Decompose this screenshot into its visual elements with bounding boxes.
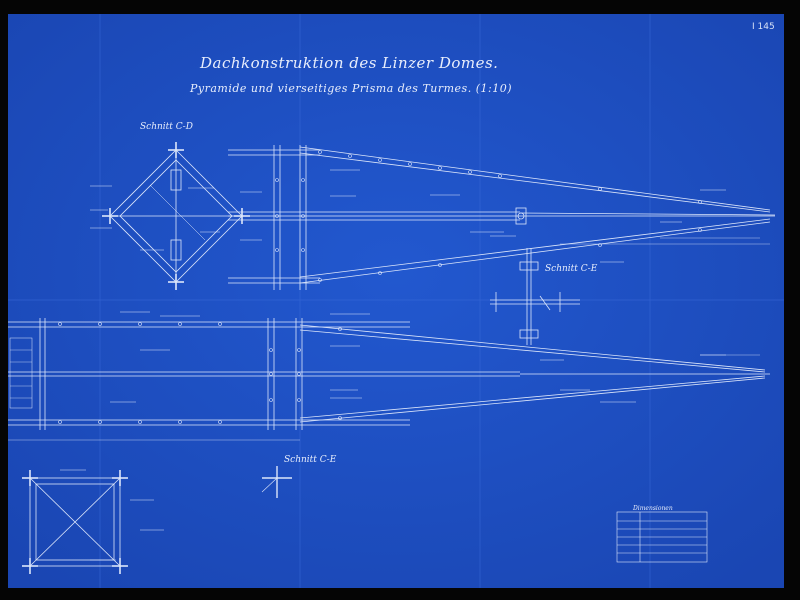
dimension-table [616, 511, 708, 563]
section-label-middle: Schnitt C-E [545, 264, 598, 274]
section-square-truss [22, 470, 128, 574]
dimension-table-title: Dimensionen [633, 505, 673, 512]
lower-truss-elevation [8, 318, 770, 441]
section-label-lower: Schnitt C-E [284, 455, 337, 465]
drawing-title: Dachkonstruktion des Linzer Domes. [200, 54, 499, 72]
blueprint-paper [8, 14, 784, 588]
section-label-upper: Schnitt C-D [140, 122, 193, 132]
annotation-marks [60, 169, 726, 561]
paper-fold-lines [8, 14, 784, 588]
upper-truss-elevation [228, 145, 776, 290]
sheet-number: I 145 [752, 22, 775, 32]
drawing-subtitle: Pyramide und vierseitiges Prisma des Tur… [190, 82, 512, 95]
section-diamond-truss [102, 142, 250, 290]
section-small-cross [490, 248, 580, 345]
angle-detail [261, 466, 292, 498]
